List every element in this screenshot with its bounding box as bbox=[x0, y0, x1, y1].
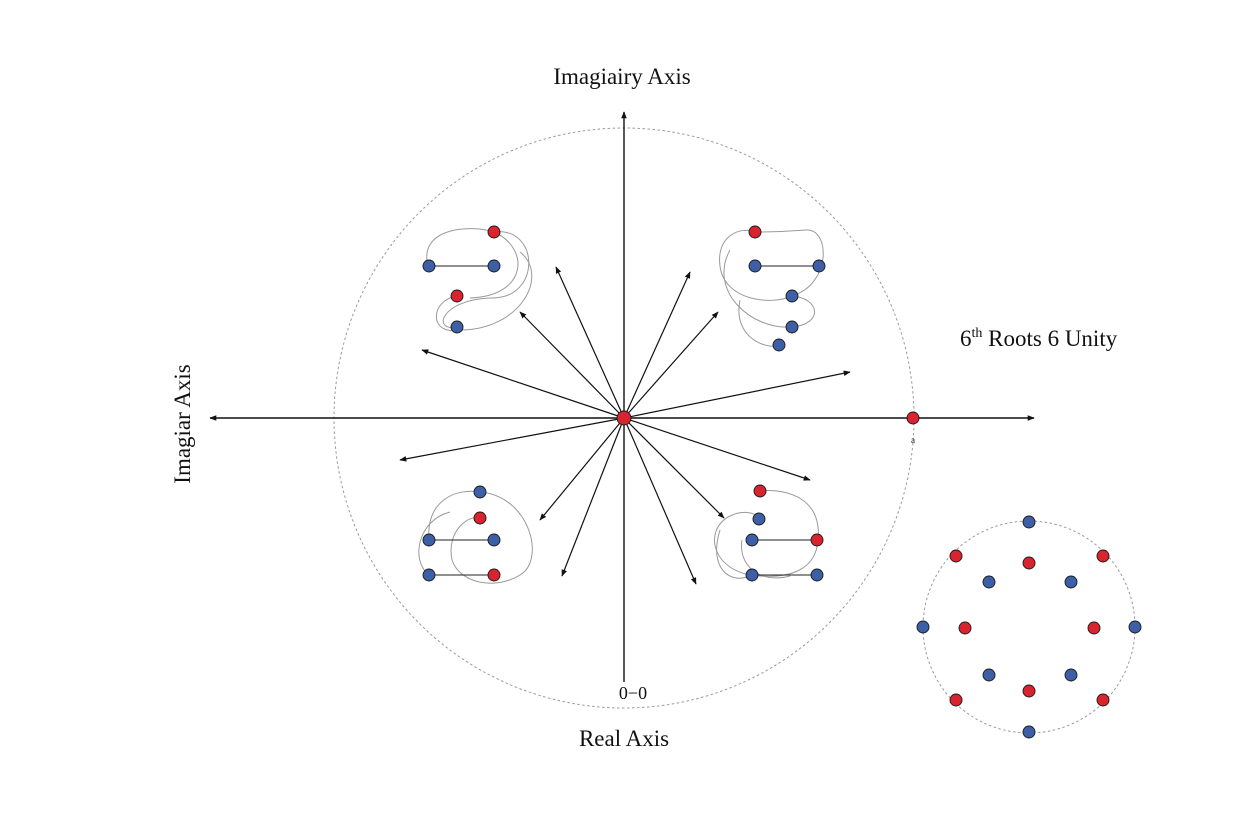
blue-root-dot-3 bbox=[487, 259, 501, 273]
blue-root-dot-9 bbox=[785, 289, 799, 303]
red-root-dot-30 bbox=[1022, 556, 1036, 570]
red-root-dot-25 bbox=[906, 411, 920, 425]
red-root-dot-24 bbox=[616, 410, 632, 426]
blue-root-dot-22 bbox=[745, 568, 759, 582]
blue-root-dot-29 bbox=[982, 575, 996, 589]
blue-root-dot-2 bbox=[422, 259, 436, 273]
blue-root-dot-16 bbox=[422, 568, 436, 582]
ray-arrow-1 bbox=[555, 266, 625, 419]
ray-group bbox=[399, 266, 851, 585]
blue-root-dot-31 bbox=[1064, 575, 1078, 589]
blue-root-dot-15 bbox=[487, 533, 501, 547]
red-root-dot-4 bbox=[450, 289, 464, 303]
ray-arrow-4 bbox=[623, 271, 691, 419]
left-axis-title: Imagiar Axis bbox=[170, 364, 195, 483]
red-root-dot-37 bbox=[1022, 684, 1036, 698]
roots-label-base: 6 bbox=[960, 326, 972, 351]
blue-root-dot-35 bbox=[1128, 620, 1142, 634]
red-root-dot-33 bbox=[958, 621, 972, 635]
red-root-dot-21 bbox=[810, 533, 824, 547]
blue-root-dot-38 bbox=[1064, 668, 1078, 682]
red-root-dot-13 bbox=[473, 511, 487, 525]
ray-arrow-5 bbox=[623, 311, 719, 419]
blue-root-dot-10 bbox=[785, 320, 799, 334]
blue-root-dot-5 bbox=[450, 320, 464, 334]
blue-root-dot-7 bbox=[748, 259, 762, 273]
blue-root-dot-11 bbox=[772, 338, 786, 352]
ray-arrow-12 bbox=[623, 417, 811, 481]
blue-root-dot-12 bbox=[473, 485, 487, 499]
blue-root-dot-19 bbox=[752, 512, 766, 526]
real-axis-title: Real Axis bbox=[579, 726, 669, 751]
blue-root-dot-8 bbox=[812, 259, 826, 273]
imaginary-axis-title: Imagiairy Axis bbox=[553, 64, 690, 89]
blue-root-dot-23 bbox=[810, 568, 824, 582]
root-dots bbox=[422, 225, 1142, 739]
red-root-dot-1 bbox=[487, 225, 501, 239]
blue-root-dot-32 bbox=[916, 620, 930, 634]
blue-root-dot-41 bbox=[1022, 725, 1036, 739]
roots-label-superscript: th bbox=[972, 326, 983, 341]
blue-root-dot-26 bbox=[1022, 515, 1036, 529]
blue-root-dot-36 bbox=[982, 668, 996, 682]
ray-arrow-6 bbox=[623, 370, 851, 419]
ray-arrow-11 bbox=[623, 417, 725, 519]
red-root-dot-17 bbox=[487, 568, 501, 582]
cluster-bottom-left bbox=[418, 490, 533, 584]
origin-tick-label: 0−0 bbox=[619, 683, 647, 703]
red-root-dot-18 bbox=[753, 484, 767, 498]
red-root-dot-39 bbox=[949, 693, 963, 707]
cluster-bottom-right bbox=[714, 490, 819, 579]
ray-arrow-2 bbox=[519, 311, 625, 419]
cluster-top-right bbox=[719, 229, 824, 347]
roots-of-unity-label: 6th Roots 6 Unity bbox=[960, 326, 1118, 351]
ray-arrow-10 bbox=[623, 417, 697, 585]
red-root-dot-27 bbox=[949, 549, 963, 563]
red-root-dot-34 bbox=[1087, 621, 1101, 635]
red-root-dot-40 bbox=[1096, 693, 1110, 707]
red-root-dot-28 bbox=[1096, 549, 1110, 563]
ray-arrow-8 bbox=[539, 417, 625, 521]
cluster-top-left bbox=[426, 228, 533, 332]
roots-label-rest: Roots 6 Unity bbox=[982, 326, 1117, 351]
red-root-dot-6 bbox=[748, 225, 762, 239]
ray-arrow-7 bbox=[399, 417, 625, 462]
blue-root-dot-14 bbox=[422, 533, 436, 547]
blue-root-dot-20 bbox=[745, 533, 759, 547]
small-mark-label: a bbox=[911, 435, 915, 445]
ray-arrow-3 bbox=[421, 349, 625, 419]
ray-arrow-9 bbox=[561, 417, 625, 577]
